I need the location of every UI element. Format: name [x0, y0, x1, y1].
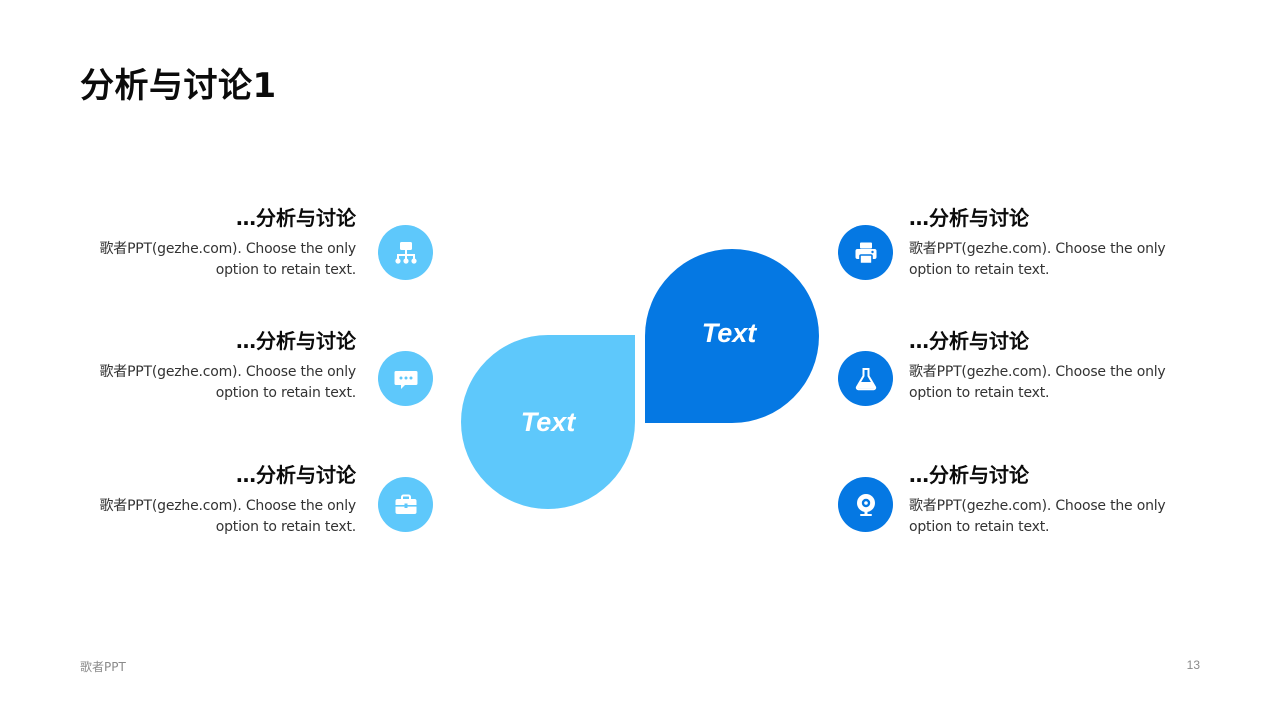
item-description: 歌者PPT(gezhe.com). Choose the only option…: [99, 241, 356, 278]
flowchart-icon: [378, 225, 433, 280]
webcam-icon: [838, 477, 893, 532]
right-item-3: …分析与讨论 歌者PPT(gezhe.com). Choose the only…: [909, 462, 1199, 538]
left-item-2: …分析与讨论 歌者PPT(gezhe.com). Choose the only…: [66, 328, 356, 404]
right-item-2: …分析与讨论 歌者PPT(gezhe.com). Choose the only…: [909, 328, 1199, 404]
right-item-1: …分析与讨论 歌者PPT(gezhe.com). Choose the only…: [909, 205, 1199, 281]
item-heading: …分析与讨论: [909, 463, 1029, 487]
item-heading: …分析与讨论: [236, 329, 356, 353]
left-item-1: …分析与讨论 歌者PPT(gezhe.com). Choose the only…: [66, 205, 356, 281]
flask-icon: [838, 351, 893, 406]
center-drop-right-label: Text: [701, 317, 757, 348]
item-description: 歌者PPT(gezhe.com). Choose the only option…: [909, 241, 1166, 278]
page-title: 分析与讨论1: [80, 66, 277, 106]
center-drop-right: Text: [645, 249, 819, 423]
center-drop-left-label: Text: [520, 406, 576, 437]
item-description: 歌者PPT(gezhe.com). Choose the only option…: [909, 364, 1166, 401]
item-heading: …分析与讨论: [236, 206, 356, 230]
left-item-3: …分析与讨论 歌者PPT(gezhe.com). Choose the only…: [66, 462, 356, 538]
chat-bubble-icon: [378, 351, 433, 406]
item-heading: …分析与讨论: [909, 206, 1029, 230]
briefcase-icon: [378, 477, 433, 532]
item-heading: …分析与讨论: [236, 463, 356, 487]
item-description: 歌者PPT(gezhe.com). Choose the only option…: [99, 498, 356, 535]
item-description: 歌者PPT(gezhe.com). Choose the only option…: [909, 498, 1166, 535]
center-drop-left: Text: [461, 335, 635, 509]
item-description: 歌者PPT(gezhe.com). Choose the only option…: [99, 364, 356, 401]
footer-brand: 歌者PPT: [80, 660, 126, 674]
item-heading: …分析与讨论: [909, 329, 1029, 353]
page-number: 13: [1186, 658, 1200, 672]
printer-icon: [838, 225, 893, 280]
